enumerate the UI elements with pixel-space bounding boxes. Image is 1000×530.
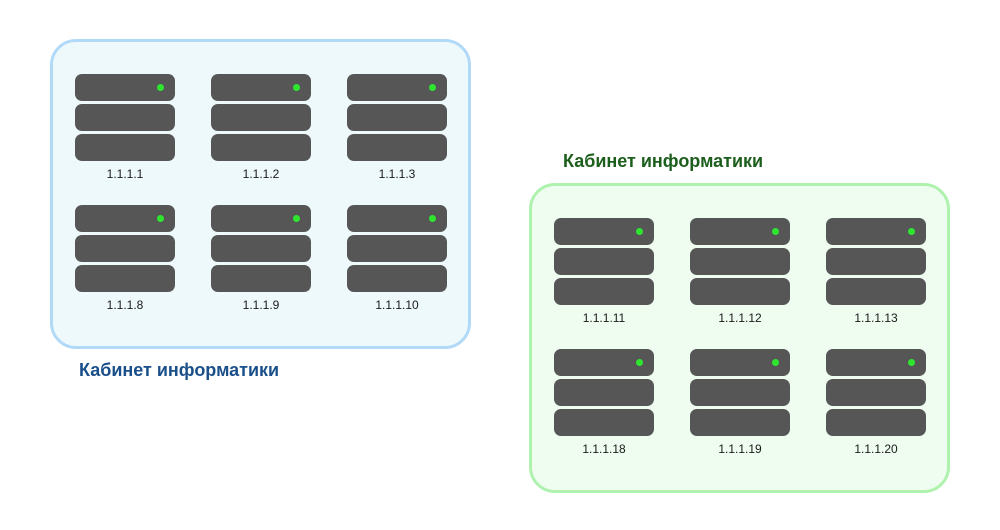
server-ip-label: 1.1.1.18 (582, 442, 626, 456)
server-unit (690, 278, 790, 305)
server-unit (826, 379, 926, 406)
server-node[interactable]: 1.1.1.11 (554, 218, 654, 325)
server-ip-label: 1.1.1.1 (106, 167, 144, 181)
server-unit (211, 205, 311, 232)
status-led-icon (908, 359, 915, 366)
status-led-icon (157, 84, 164, 91)
server-node[interactable]: 1.1.1.3 (347, 74, 447, 181)
server-unit (826, 218, 926, 245)
server-unit (554, 349, 654, 376)
server-unit (554, 248, 654, 275)
room-title-green: Кабинет информатики (563, 151, 764, 171)
server-node[interactable]: 1.1.1.19 (690, 349, 790, 456)
server-unit (75, 235, 175, 262)
server-unit (690, 349, 790, 376)
server-unit (554, 278, 654, 305)
server-node[interactable]: 1.1.1.13 (826, 218, 926, 325)
server-unit (75, 205, 175, 232)
server-node[interactable]: 1.1.1.18 (554, 349, 654, 456)
server-unit (75, 265, 175, 292)
server-ip-label: 1.1.1.8 (106, 298, 144, 312)
server-ip-label: 1.1.1.13 (854, 311, 898, 325)
server-unit (211, 74, 311, 101)
server-unit (826, 248, 926, 275)
server-unit (826, 409, 926, 436)
server-unit (826, 278, 926, 305)
server-unit (75, 104, 175, 131)
server-unit (347, 265, 447, 292)
server-unit (211, 104, 311, 131)
server-node[interactable]: 1.1.1.2 (211, 74, 311, 181)
server-unit (690, 218, 790, 245)
server-ip-label: 1.1.1.20 (854, 442, 898, 456)
server-unit (211, 265, 311, 292)
server-ip-label: 1.1.1.12 (718, 311, 762, 325)
server-node[interactable]: 1.1.1.8 (75, 205, 175, 312)
server-node[interactable]: 1.1.1.1 (75, 74, 175, 181)
server-ip-label: 1.1.1.11 (582, 311, 626, 325)
server-unit (826, 349, 926, 376)
status-led-icon (772, 228, 779, 235)
server-ip-label: 1.1.1.2 (242, 167, 280, 181)
server-unit (347, 74, 447, 101)
server-unit (75, 74, 175, 101)
status-led-icon (429, 215, 436, 222)
server-unit (211, 134, 311, 161)
server-unit (554, 218, 654, 245)
status-led-icon (157, 215, 164, 222)
server-node[interactable]: 1.1.1.10 (347, 205, 447, 312)
server-unit (75, 134, 175, 161)
room-title-blue: Кабинет информатики (79, 360, 280, 380)
server-ip-label: 1.1.1.9 (242, 298, 280, 312)
server-unit (211, 235, 311, 262)
server-ip-label: 1.1.1.10 (375, 298, 419, 312)
status-led-icon (636, 359, 643, 366)
status-led-icon (429, 84, 436, 91)
server-unit (690, 248, 790, 275)
server-unit (347, 235, 447, 262)
server-unit (347, 104, 447, 131)
status-led-icon (293, 215, 300, 222)
server-node[interactable]: 1.1.1.20 (826, 349, 926, 456)
server-ip-label: 1.1.1.19 (718, 442, 762, 456)
server-ip-label: 1.1.1.3 (378, 167, 416, 181)
status-led-icon (636, 228, 643, 235)
server-unit (690, 379, 790, 406)
server-unit (554, 379, 654, 406)
server-unit (347, 134, 447, 161)
server-node[interactable]: 1.1.1.12 (690, 218, 790, 325)
status-led-icon (772, 359, 779, 366)
server-node[interactable]: 1.1.1.9 (211, 205, 311, 312)
status-led-icon (908, 228, 915, 235)
status-led-icon (293, 84, 300, 91)
server-unit (554, 409, 654, 436)
server-unit (347, 205, 447, 232)
server-unit (690, 409, 790, 436)
